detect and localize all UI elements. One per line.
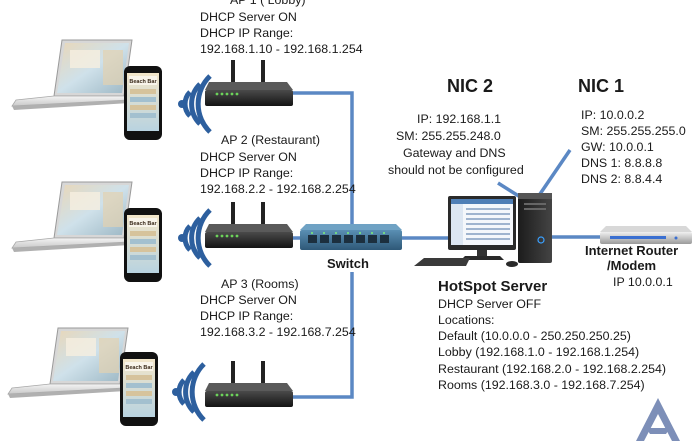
switch-label: Switch (327, 256, 369, 271)
wireless-router-icon (205, 60, 293, 106)
wifi-signal-icon (172, 362, 206, 422)
nic2-config-note: should not be configured (388, 163, 524, 177)
ap1-dhcp: DHCP Server ON (200, 10, 297, 24)
server-location-rooms: Rooms (192.168.3.0 - 192.168.7.254) (438, 378, 645, 392)
ap3-name: AP 3 (Rooms) (221, 277, 299, 291)
wifi-signal-icon (178, 74, 212, 134)
laptop-icon (11, 39, 133, 110)
ap1-name: AP 1 ( Lobby) (230, 0, 306, 7)
server-location-default: Default (10.0.0.0 - 250.250.250.25) (438, 329, 631, 343)
router-title-line2: /Modem (607, 258, 657, 273)
nic2-sm: SM: 255.255.248.0 (396, 129, 501, 143)
link-ap1-switch (292, 91, 354, 233)
ap2-range-label: DHCP IP Range: (200, 166, 294, 180)
wifi-signal-icon (178, 208, 212, 268)
nic2-title: NIC 2 (447, 76, 494, 96)
router-ip: IP 10.0.0.1 (613, 275, 673, 289)
internet-router-icon (600, 226, 692, 244)
ap1-range-label: DHCP IP Range: (200, 26, 294, 40)
nic1-gw: GW: 10.0.0.1 (581, 140, 654, 154)
ap2-name: AP 2 (Restaurant) (221, 133, 320, 147)
phone-icon: Beach Bar (124, 66, 162, 140)
phone-brand-text: Beach Bar (125, 365, 153, 371)
phone-brand-text: Beach Bar (129, 79, 157, 85)
nic1-dns2: DNS 2: 8.8.4.4 (581, 172, 663, 186)
server-locations-label: Locations: (438, 313, 495, 327)
network-switch-icon (300, 224, 402, 250)
hotspot-server-icon (414, 193, 552, 267)
phone-icon: Beach Bar (120, 352, 158, 426)
logo-watermark-icon (636, 398, 680, 441)
ap2-dhcp: DHCP Server ON (200, 150, 297, 164)
server-location-lobby: Lobby (192.168.1.0 - 192.168.1.254) (438, 345, 640, 359)
link-ap3-switch (292, 272, 354, 399)
nic2-ip: IP: 192.168.1.1 (417, 112, 502, 126)
wireless-router-icon (205, 361, 293, 407)
laptop-icon (7, 327, 129, 398)
router-title-line1: Internet Router (585, 243, 679, 258)
nic2-gateway-note: Gateway and DNS (403, 146, 506, 160)
ap1-range: 192.168.1.10 - 192.168.1.254 (200, 42, 363, 56)
wireless-router-icon (205, 202, 293, 248)
server-dhcp: DHCP Server OFF (438, 297, 542, 311)
server-title: HotSpot Server (438, 278, 548, 295)
nic1-dns1: DNS 1: 8.8.8.8 (581, 156, 663, 170)
ap2-range: 192.168.2.2 - 192.168.2.254 (200, 182, 356, 196)
server-location-restaurant: Restaurant (192.168.2.0 - 192.168.2.254) (438, 362, 667, 376)
ap3-range: 192.168.3.2 - 192.168.7.254 (200, 325, 356, 339)
nic1-ip: IP: 10.0.0.2 (581, 108, 645, 122)
network-links (292, 91, 600, 399)
phone-brand-text: Beach Bar (129, 221, 157, 227)
ap3-range-label: DHCP IP Range: (200, 309, 294, 323)
phone-icon: Beach Bar (124, 208, 162, 282)
laptop-icon (11, 181, 133, 252)
nic1-title: NIC 1 (578, 76, 625, 96)
nic1-sm: SM: 255.255.255.0 (581, 124, 686, 138)
ap3-dhcp: DHCP Server ON (200, 293, 297, 307)
link-nic1 (538, 149, 572, 195)
